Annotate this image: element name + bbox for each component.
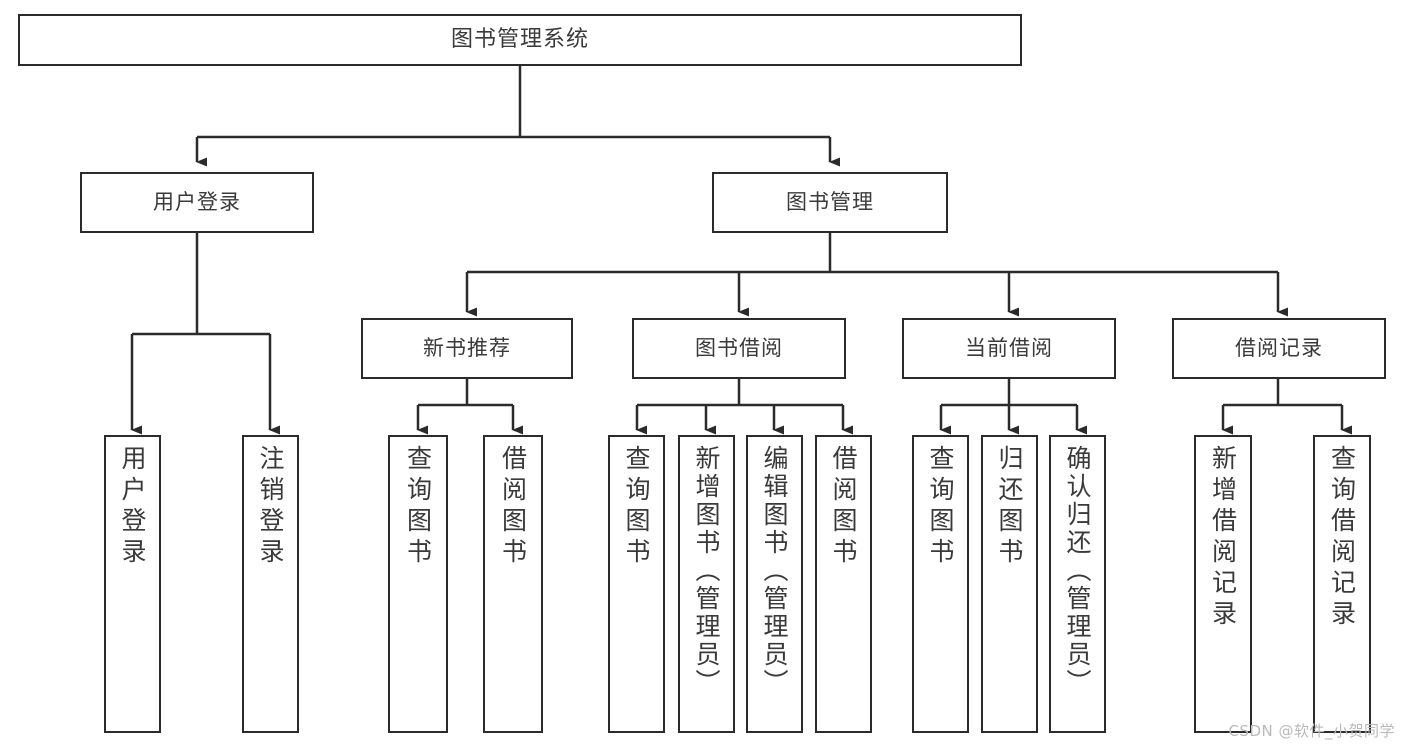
- leaf-return-book[interactable]: 归还图书: [981, 435, 1038, 733]
- node-user-login[interactable]: 用户登录: [80, 172, 314, 233]
- leaf-query-record[interactable]: 查询借阅记录: [1313, 435, 1371, 733]
- leaf-add-record-label: 新增借阅记录: [1208, 445, 1238, 631]
- node-new-book-rec[interactable]: 新书推荐: [361, 318, 573, 379]
- leaf-query-book-3[interactable]: 查询图书: [912, 435, 969, 733]
- leaf-add-book[interactable]: 新增图书（管理员）: [678, 435, 735, 733]
- node-user-login-label: 用户登录: [153, 190, 241, 215]
- node-book-borrow-label: 图书借阅: [695, 336, 783, 361]
- node-current-borrow[interactable]: 当前借阅: [902, 318, 1116, 379]
- leaf-user-login[interactable]: 用户登录: [104, 435, 161, 733]
- leaf-query-record-label: 查询借阅记录: [1327, 445, 1357, 631]
- node-new-book-rec-label: 新书推荐: [423, 336, 511, 361]
- leaf-logout-login[interactable]: 注销登录: [242, 435, 299, 733]
- leaf-query-book-3-label: 查询图书: [926, 445, 955, 569]
- leaf-borrow-book-1-label: 借阅图书: [498, 445, 528, 569]
- leaf-edit-book-label: 编辑图书（管理员）: [760, 445, 789, 697]
- node-book-manage-label: 图书管理: [786, 190, 874, 215]
- leaf-confirm-return[interactable]: 确认归还（管理员）: [1049, 435, 1106, 733]
- leaf-logout-login-label: 注销登录: [256, 445, 285, 569]
- leaf-confirm-return-label: 确认归还（管理员）: [1063, 445, 1092, 697]
- leaf-add-record[interactable]: 新增借阅记录: [1194, 435, 1252, 733]
- leaf-query-book-2[interactable]: 查询图书: [608, 435, 665, 733]
- node-root[interactable]: 图书管理系统: [18, 14, 1022, 66]
- leaf-return-book-label: 归还图书: [995, 445, 1024, 569]
- leaf-query-book-2-label: 查询图书: [622, 445, 651, 569]
- leaf-query-book-1-label: 查询图书: [403, 445, 433, 569]
- leaf-edit-book[interactable]: 编辑图书（管理员）: [746, 435, 803, 733]
- leaf-borrow-book-1[interactable]: 借阅图书: [483, 435, 543, 733]
- node-borrow-record-label: 借阅记录: [1235, 336, 1323, 361]
- leaf-borrow-book-2[interactable]: 借阅图书: [815, 435, 872, 733]
- leaf-user-login-label: 用户登录: [118, 445, 147, 569]
- node-book-manage[interactable]: 图书管理: [712, 172, 948, 233]
- leaf-borrow-book-2-label: 借阅图书: [829, 445, 858, 569]
- leaf-add-book-label: 新增图书（管理员）: [692, 445, 721, 697]
- node-current-borrow-label: 当前借阅: [965, 336, 1053, 361]
- node-borrow-record[interactable]: 借阅记录: [1172, 318, 1386, 379]
- node-root-label: 图书管理系统: [450, 27, 589, 53]
- leaf-query-book-1[interactable]: 查询图书: [388, 435, 448, 733]
- node-book-borrow[interactable]: 图书借阅: [632, 318, 846, 379]
